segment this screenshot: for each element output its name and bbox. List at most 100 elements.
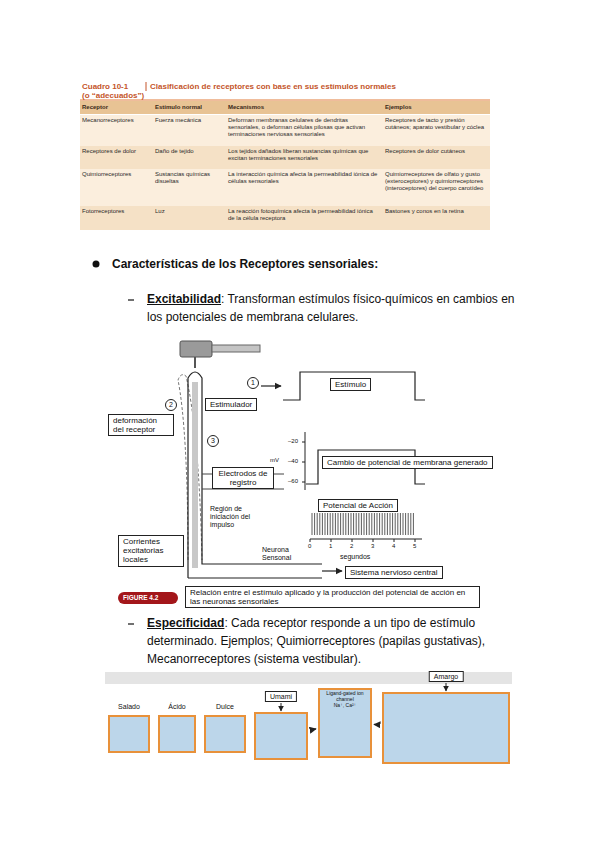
spike: [356, 513, 357, 535]
table-cell: Mecanorreceptores: [82, 117, 152, 124]
table-row: [80, 169, 490, 206]
grey-strip: [105, 672, 512, 684]
paragraph: Excitabilidad: Transforman estímulos fís…: [147, 290, 522, 326]
spike: [379, 513, 380, 535]
spike: [332, 513, 333, 535]
node-text: Sistema nervioso central: [350, 568, 438, 577]
table-cell: Deforman membranas celulares de dendrita…: [228, 117, 380, 138]
figure-badge: [118, 592, 178, 604]
node-text: Potencial de Acción: [323, 501, 393, 510]
spike: [366, 513, 367, 535]
panel-heading: Ácido: [150, 703, 204, 710]
spike: [374, 513, 375, 535]
term: Especificidad: [147, 616, 224, 630]
axis-value: 3: [371, 543, 374, 549]
spike: [410, 513, 411, 535]
axis-tick: [302, 482, 305, 483]
receptor-figure: [118, 341, 425, 604]
spike: [312, 513, 313, 535]
node-text: Ligand-gated ion channel: [320, 690, 370, 702]
callout-number: 2: [166, 400, 176, 410]
callout-number: 3: [208, 436, 218, 446]
spike: [317, 513, 318, 535]
axis-value: 4: [392, 543, 395, 549]
spike: [322, 513, 323, 535]
panel-heading: Salado: [100, 703, 158, 710]
node-text: Estímulo: [335, 380, 366, 389]
table-cell: Receptores de dolor: [82, 148, 152, 155]
figure-number: FIGURE 4.2: [123, 593, 158, 603]
spike: [345, 513, 346, 535]
label-box: Estímulo: [330, 378, 371, 391]
label-box: Cambio de potencial de membrana generado: [322, 456, 493, 469]
table-header-row: [80, 101, 490, 114]
node-text: Cambio de potencial de membrana generado: [327, 458, 488, 467]
bullet: [93, 261, 100, 268]
spike: [330, 513, 331, 535]
spike: [369, 513, 370, 535]
axis-tick: [302, 442, 305, 443]
panel-heading: Amargo: [429, 671, 464, 682]
paragraph: Especificidad: Cada receptor responde a …: [147, 614, 522, 668]
axis-tick: [302, 462, 305, 463]
table: [80, 82, 490, 230]
table-cell: Luz: [155, 208, 225, 215]
spike: [351, 513, 352, 535]
axis-value: –60: [288, 478, 298, 484]
table-cell: Quimiorreceptores de olfato y gusto (ext…: [385, 171, 488, 192]
nerve-ending: [192, 382, 198, 568]
axis-tick: [331, 539, 332, 542]
axis-tick: [394, 539, 395, 542]
axis-tick: [352, 539, 353, 542]
table-title: (o “adecuados”): [82, 91, 144, 100]
spike: [358, 513, 359, 535]
label-box: deformación del receptor: [108, 414, 174, 436]
axon-arrow: [322, 570, 342, 571]
spike: [395, 513, 396, 535]
table-cell: Daño de tejido: [155, 148, 225, 155]
spike: [343, 513, 344, 535]
taste-cell-panel: Ácido: [158, 715, 196, 753]
node-text: Estimulador: [210, 400, 252, 409]
table-row: [80, 115, 490, 146]
table-cell: Fotorreceptores: [82, 208, 152, 215]
term: Excitabilidad: [147, 292, 221, 306]
label-box: Potencial de Acción: [318, 499, 398, 512]
spike: [327, 513, 328, 535]
table-cell: Bastones y conos en la retina: [385, 208, 488, 215]
label-box: Electrodos de registro: [212, 467, 274, 489]
table-title: Clasificación de receptores con base en …: [150, 82, 396, 91]
action-potential-train: [312, 513, 413, 535]
spike: [338, 513, 339, 535]
label-box: Sistema nervioso central: [345, 566, 443, 579]
axis-unit: mV: [270, 457, 279, 463]
panel-heading: Umami: [265, 691, 297, 702]
node-text: Relación entre el estímulo aplicado y la…: [190, 588, 475, 606]
taste-cell-panel: Dulce: [204, 715, 246, 753]
stimulus-trace: [283, 372, 425, 400]
node-text: Na⁺, Ca²⁺: [320, 702, 370, 709]
spike: [390, 513, 391, 535]
spike: [387, 513, 388, 535]
table-cell: La interacción química afecta la permeab…: [228, 171, 380, 185]
axis-value: –40: [288, 458, 298, 464]
taste-cell-panel: Umami: [254, 712, 308, 760]
node-text: Electrodos de registro: [217, 469, 269, 487]
taste-cell-panel: Salado: [108, 715, 150, 753]
callout-circle: [248, 378, 259, 389]
spike: [405, 513, 406, 535]
arrow-connector: [374, 724, 380, 725]
callout-circle: [208, 436, 219, 447]
node-text: deformación del receptor: [113, 416, 169, 434]
table-header: Estímulo normal: [155, 104, 225, 110]
time-ticks: [310, 539, 415, 542]
table-row: [80, 146, 490, 169]
neuron-label: Neurona Sensonal: [262, 546, 302, 562]
label-box: Corrientes excitatorias locales: [118, 535, 184, 567]
axis-value: 5: [413, 543, 416, 549]
spike: [408, 513, 409, 535]
spike: [319, 513, 320, 535]
spike: [340, 513, 341, 535]
deformed-receptor: [178, 375, 202, 560]
table-cell: Receptores de tacto y presión cutáneos; …: [385, 117, 488, 131]
